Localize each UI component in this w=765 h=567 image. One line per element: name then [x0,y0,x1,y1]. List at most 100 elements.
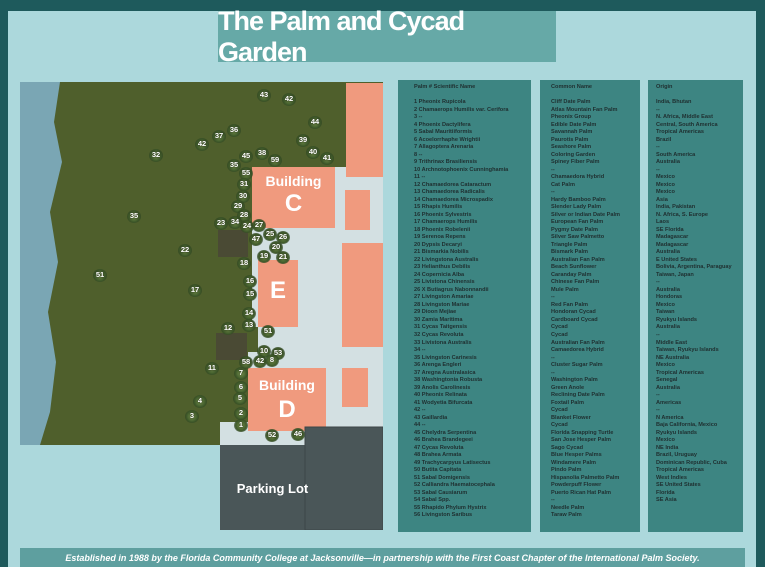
palm-marker: 4 [197,396,203,405]
common-row: Cliff Date Palm [551,99,591,106]
origin-row: Mexico [656,181,675,188]
palm-marker: 2 [238,408,244,417]
origin-row: SE Asia [656,497,677,504]
palm-icon [227,158,241,172]
palm-marker: 44 [310,117,320,126]
common-row: Silver Saw Palmetto [551,234,605,241]
palm-marker: 19 [259,251,269,260]
origin-row: -- [656,144,660,151]
origin-row: Baja California, Mexico [656,422,718,429]
common-row: Cluster Sugar Palm [551,362,603,369]
palm-marker: 28 [239,210,249,219]
origin-row: -- [656,407,660,414]
origin-header: Origin [656,84,673,90]
scientific-row: 20 Dypsis Decaryi [414,241,462,248]
palm-marker: 13 [244,320,254,329]
scientific-row: 41 Wodyetia Bifurcata [414,399,473,406]
scientific-row: 30 Zamia Maritima [414,316,463,323]
origin-row: Tropical Americas [656,369,704,376]
palm-icon [282,92,296,106]
parking-structure [304,426,383,530]
origin-row: Mexico [656,189,675,196]
palm-marker: 16 [245,276,255,285]
common-row: Blanket Flower [551,414,591,421]
common-row: Sago Cycad [551,444,584,451]
origin-row: Taiwan [656,309,675,316]
scientific-row: 29 Dioon Mejiae [414,309,457,316]
common-row: Windamere Palm [551,459,597,466]
common-row: Hardy Bamboo Palm [551,196,606,203]
origin-row: Americas [656,399,682,406]
common-row: Red Fan Palm [551,301,588,308]
palm-marker: 15 [245,289,255,298]
building-e [258,260,298,327]
palm-icon [239,149,253,163]
palm-marker: 36 [229,125,239,134]
scientific-row: 33 Livistona Australis [414,339,472,346]
common-row: Bismark Palm [551,249,589,256]
scientific-row: 18 Phoenix Robelenii [414,226,471,233]
scientific-row: 55 Rhapido Phylum Hystrix [414,504,487,511]
origin-row: Middle East [656,339,688,346]
origin-row: Tropical Americas [656,129,704,136]
palm-icon [268,153,282,167]
scientific-row: 42 -- [414,407,426,414]
common-row: Coloring Garden [551,151,596,158]
origin-row: Taiwan, Ryukyu Islands [656,347,719,354]
common-row: Silver or Indian Date Palm [551,211,621,218]
palm-icon [234,418,248,432]
palm-icon [195,137,209,151]
palm-marker: 35 [229,160,239,169]
palm-icon [252,218,266,232]
scientific-row: 49 Trachycarpyus Latisectus [414,459,491,466]
scientific-row: 31 Cycas Taitgensis [414,324,468,331]
palm-marker: 29 [233,201,243,210]
palm-icon [265,428,279,442]
common-row: -- [551,189,555,196]
palm-marker: 7 [238,368,244,377]
palm-icon [234,380,248,394]
common-row: Cycad [551,332,568,338]
palm-icon [233,391,247,405]
common-row: Paurotis Palm [551,136,589,143]
palm-icon [212,129,226,143]
scientific-row: 48 Brahea Armata [414,452,462,459]
palm-marker: 43 [259,90,269,99]
building-e-letter: E [269,277,286,304]
palm-marker: 18 [239,258,249,267]
origin-row: NE Australia [656,354,690,361]
origin-row: Mexico [656,301,675,308]
origin-row: Australia [656,324,680,331]
common-row: Mule Palm [551,286,579,293]
common-row: Needle Palm [551,504,585,511]
origin-row: Madagascar [656,234,689,241]
common-row: Hondoran Cycad [551,309,596,316]
origin-row: N. Africa, S. Europe [656,211,709,218]
palm-icon [253,354,267,368]
palm-marker: 58 [241,357,251,366]
palm-marker: 25 [265,229,275,238]
palm-marker: 23 [216,218,226,227]
origin-row: India, Bhutan [656,99,692,106]
building [342,368,368,407]
palm-icon [257,249,271,263]
common-row: Pindo Palm [551,467,582,474]
palm-icon [236,189,250,203]
scientific-row: 3 -- [414,114,423,121]
building-d-label: Building [259,377,315,393]
palm-icon [308,115,322,129]
common-row: Pheonix Group [551,114,592,121]
water-area [20,82,62,445]
palm-icon [242,306,256,320]
scientific-row: 35 Livingston Carinesis [414,354,477,361]
palm-icon [291,427,305,441]
scientific-row: 7 Allagoptera Arenaria [414,144,474,151]
palm-marker: 26 [278,232,288,241]
building-d-letter: D [278,396,296,423]
palm-marker: 34 [230,217,240,226]
origin-row: Asia [656,196,668,203]
palm-marker: 53 [273,348,283,357]
scientific-row: 14 Chamaedorea Microspadix [414,196,493,203]
common-row: Chinese Fan Palm [551,279,600,286]
scientific-row: 24 Copernicia Alba [414,271,465,278]
